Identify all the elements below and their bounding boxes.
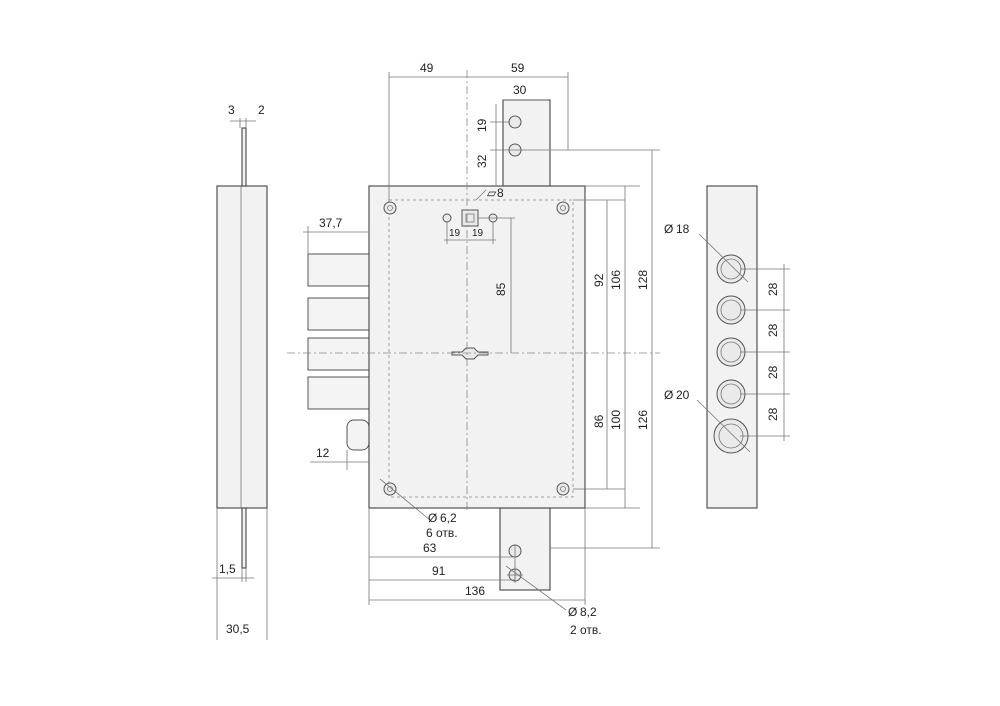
diameter-symbol-20: Ø: [664, 388, 673, 402]
dim-32: 32: [475, 154, 489, 168]
dim-19-left: 19: [449, 228, 461, 239]
dim-pitch-4: 28: [766, 407, 780, 421]
dim-hole-count-2: 2 отв.: [570, 623, 602, 637]
dim-12: 12: [316, 446, 330, 460]
spindle-square: [461, 209, 479, 227]
dim-pitch-1: 28: [766, 282, 780, 296]
dim-19-right: 19: [472, 228, 484, 239]
dim-37-7: 37,7: [319, 216, 343, 230]
side-strip-bottom: [241, 507, 247, 569]
dim-136: 136: [465, 584, 485, 598]
bolt-2: [307, 297, 370, 331]
square-symbol: ▱: [487, 186, 497, 200]
dim-63: 63: [423, 541, 437, 555]
bolt-heads: [713, 254, 749, 454]
side-body: [216, 185, 268, 509]
dim-square-8: 8: [497, 186, 504, 200]
dim-126: 126: [636, 410, 650, 430]
dim-side-3: 3: [228, 103, 235, 117]
strike-bottom: [499, 507, 551, 591]
dim-hole-6-2: 6,2: [440, 511, 457, 525]
dim-92: 92: [592, 273, 606, 287]
dim-hole-8-2: 8,2: [580, 605, 597, 619]
dim-100: 100: [609, 410, 623, 430]
diameter-symbol-6-2: Ø: [428, 511, 437, 525]
dim-bolt-20: 20: [676, 388, 690, 402]
bolt-4: [307, 376, 370, 410]
dim-86: 86: [592, 414, 606, 428]
dim-side-1-5: 1,5: [219, 562, 236, 576]
dim-59: 59: [511, 61, 525, 75]
dim-128: 128: [636, 270, 650, 290]
dim-pitch-3: 28: [766, 365, 780, 379]
dim-side-30-5: 30,5: [226, 622, 250, 636]
dim-pitch-2: 28: [766, 323, 780, 337]
bolt-3: [307, 337, 370, 371]
dim-side-2: 2: [258, 103, 265, 117]
dim-bolt-18: 18: [676, 222, 690, 236]
latch: [346, 419, 370, 451]
dim-hole-count-6: 6 отв.: [426, 526, 458, 540]
bolt-1: [307, 253, 370, 287]
diameter-symbol-8-2: Ø: [568, 605, 577, 619]
dim-106: 106: [609, 270, 623, 290]
dim-49: 49: [420, 61, 434, 75]
front-view: 49 59 30 19 32 ▱ 8 19 19 85 37,7 12: [287, 61, 660, 637]
side-strip-top: [241, 127, 247, 187]
dim-19: 19: [475, 118, 489, 132]
dim-85: 85: [494, 282, 508, 296]
dim-91: 91: [432, 564, 446, 578]
side-view: 3 2 1,5 30,5: [212, 103, 268, 640]
strike-top: [502, 99, 551, 187]
keyhole: [451, 347, 489, 360]
diameter-symbol-18: Ø: [664, 222, 673, 236]
inner-case-outline: [388, 199, 574, 498]
end-view: Ø 18 Ø 20 28 28 28 28: [664, 185, 790, 509]
dim-30: 30: [513, 83, 527, 97]
